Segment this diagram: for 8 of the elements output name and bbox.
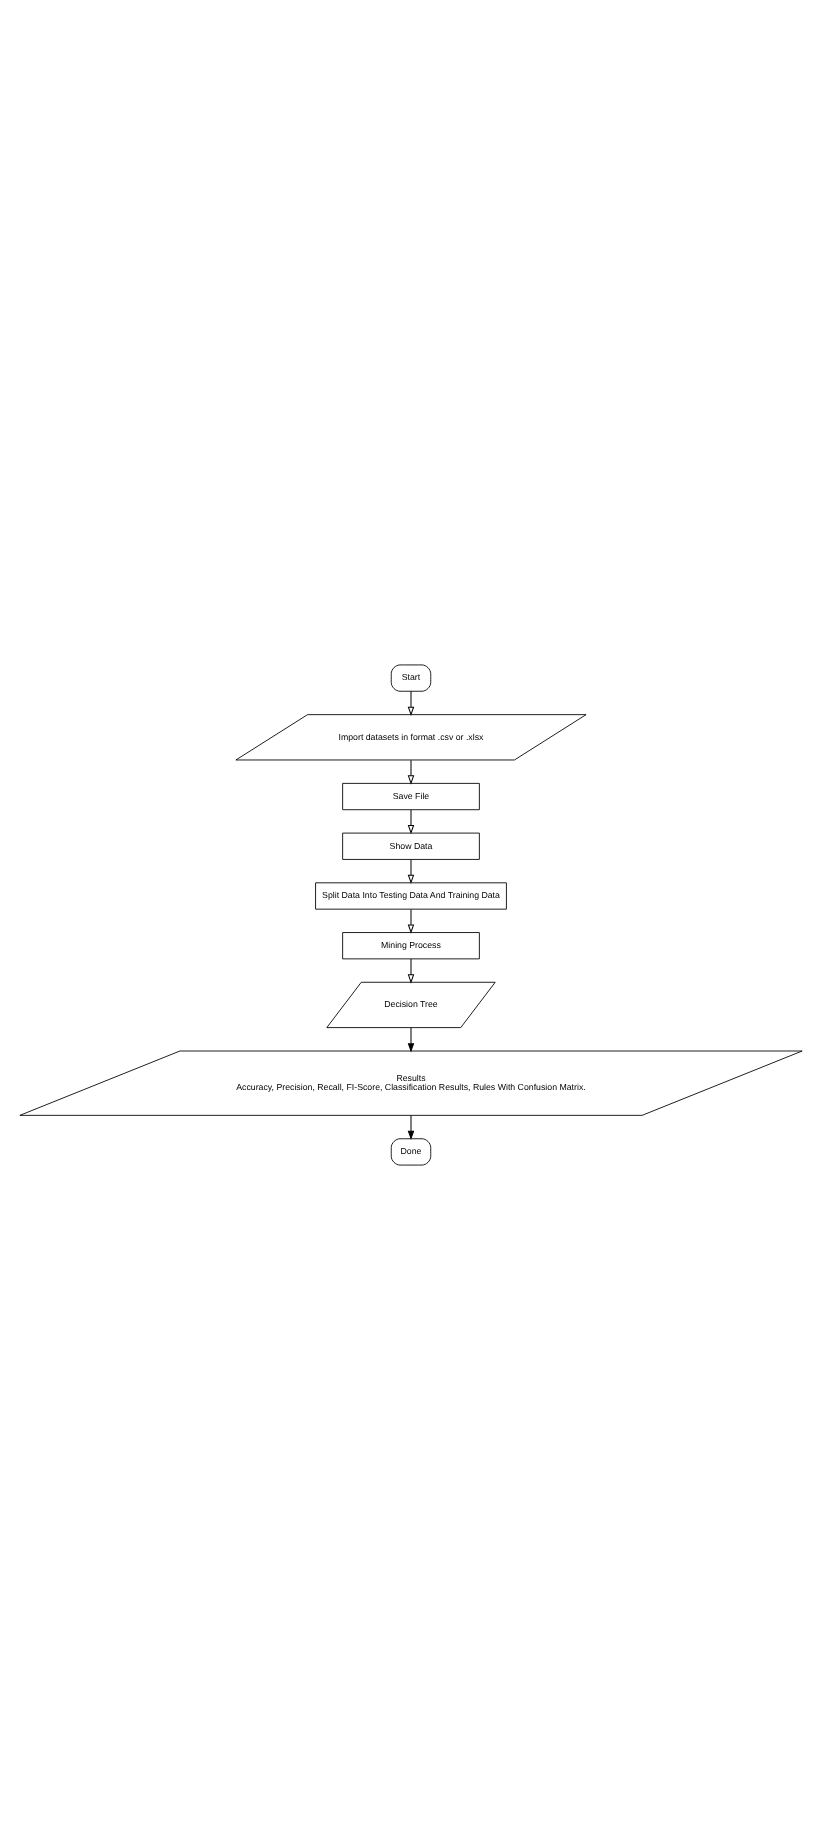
arrow [407, 1026, 415, 1052]
arrow [407, 907, 415, 933]
arrow [407, 957, 415, 983]
arrow [407, 858, 415, 884]
arrow [407, 1113, 415, 1140]
arrow [407, 808, 415, 834]
arrow [407, 758, 415, 784]
arrow [407, 689, 415, 716]
